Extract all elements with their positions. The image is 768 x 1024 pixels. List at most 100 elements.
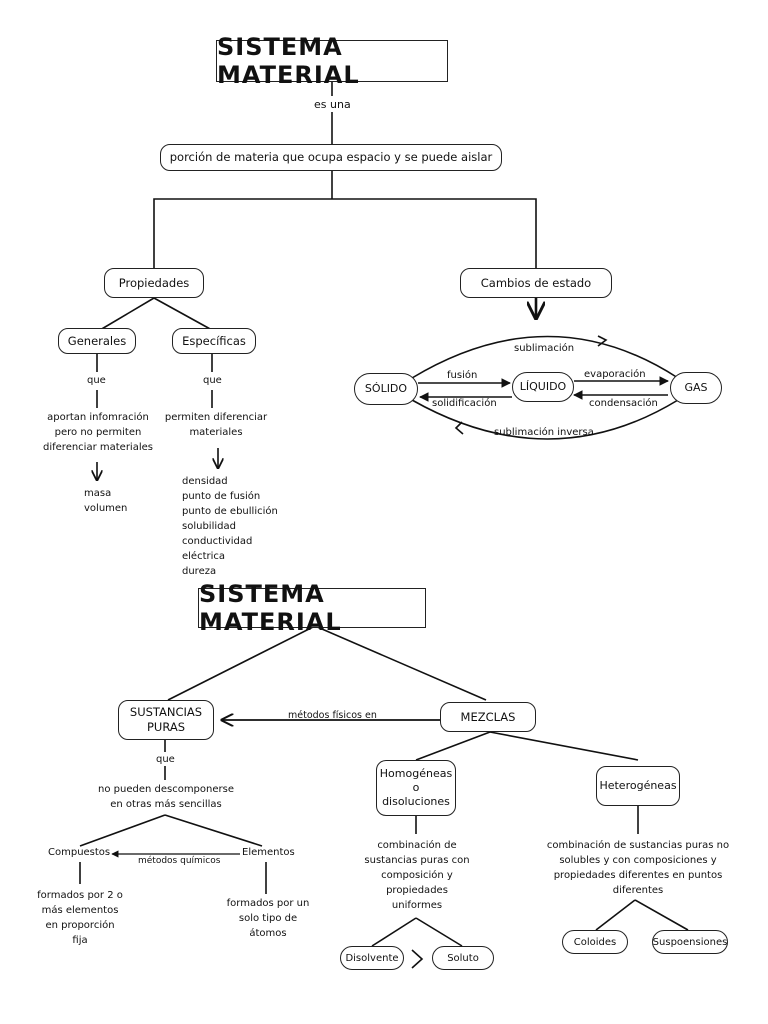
link-que-especificas: que bbox=[203, 375, 222, 386]
label-metodos-fisicos: métodos físicos en bbox=[288, 710, 377, 721]
connector-propiedades-generales bbox=[99, 297, 155, 331]
especificas-node: Específicas bbox=[172, 328, 256, 354]
especificas-examples: densidad punto de fusión punto de ebulli… bbox=[182, 474, 302, 579]
homogeneas-description-line: combinación de bbox=[377, 840, 457, 851]
homogeneas-description: combinación de sustancias puras con comp… bbox=[350, 838, 484, 913]
especificas-description-line: permiten diferenciar bbox=[164, 412, 268, 423]
compuestos-description-line: formados por 2 o bbox=[37, 890, 123, 901]
elementos-description: formados por un solo tipo de átomos bbox=[220, 896, 316, 941]
label-condensacion: condensación bbox=[589, 398, 658, 409]
suspensiones-label: Suspoensiones bbox=[652, 936, 728, 948]
homogeneas-description-line: propiedades bbox=[386, 885, 448, 896]
example-item: volumen bbox=[84, 503, 128, 514]
connector-desc-compuestos bbox=[79, 814, 166, 847]
homogeneas-label: Homogéneas bbox=[379, 766, 453, 780]
example-item: densidad bbox=[182, 476, 228, 487]
arc-sublimacion-inversa bbox=[411, 399, 679, 440]
link-que-generales: que bbox=[87, 375, 106, 386]
compuestos-description-line: más elementos bbox=[41, 905, 119, 916]
arrow-disolvente-soluto bbox=[411, 949, 424, 969]
heterogeneas-description-line: propiedades diferentes en puntos bbox=[553, 870, 723, 881]
state-solido-label: SÓLIDO bbox=[364, 381, 408, 395]
example-item: punto de fusión bbox=[182, 491, 261, 502]
sustancias-puras-label: SUSTANCIAS bbox=[129, 705, 203, 720]
compuestos-node: Compuestos bbox=[48, 847, 111, 858]
especificas-description: permiten diferenciar materiales bbox=[158, 410, 274, 440]
generales-node: Generales bbox=[58, 328, 136, 354]
example-item: punto de ebullición bbox=[182, 506, 278, 517]
label-solidificacion: solidificación bbox=[432, 398, 497, 409]
example-item: solubilidad bbox=[182, 521, 236, 532]
soluto-node: Soluto bbox=[432, 946, 494, 970]
compuestos-description-line: en proporción bbox=[45, 920, 115, 931]
arrow-sublimacion-mark bbox=[597, 335, 608, 347]
connector-desc-suspensiones bbox=[634, 899, 689, 931]
state-solido-node: SÓLIDO bbox=[354, 373, 418, 405]
definition-label: porción de materia que ocupa espacio y s… bbox=[169, 150, 493, 165]
label-evaporacion: evaporación bbox=[584, 369, 646, 380]
arc-sublimacion bbox=[411, 335, 679, 379]
sustancias-description-line: no pueden descomponerse bbox=[98, 784, 234, 795]
connector-desc-elementos bbox=[164, 814, 263, 847]
propiedades-node: Propiedades bbox=[104, 268, 204, 298]
elementos-description-line: átomos bbox=[249, 928, 287, 939]
connector-propiedades-especificas bbox=[153, 297, 213, 331]
elementos-description-line: solo tipo de bbox=[238, 913, 298, 924]
generales-description: aportan infomración pero no permiten dif… bbox=[30, 410, 166, 455]
heterogeneas-description: combinación de sustancias puras no solub… bbox=[540, 838, 736, 898]
example-item: conductividad bbox=[182, 536, 253, 547]
generales-label: Generales bbox=[67, 333, 127, 348]
sustancias-description-line: en otras más sencillas bbox=[110, 799, 222, 810]
compuestos-description: formados por 2 o más elementos en propor… bbox=[28, 888, 132, 948]
mezclas-node: MEZCLAS bbox=[440, 702, 536, 732]
label-fusion: fusión bbox=[447, 370, 478, 381]
homogeneas-description-line: sustancias puras con bbox=[364, 855, 470, 866]
homogeneas-label: disoluciones bbox=[382, 795, 450, 809]
homogeneas-node: Homogéneas o disoluciones bbox=[376, 760, 456, 816]
homogeneas-description-line: composición y bbox=[381, 870, 453, 881]
sustancias-puras-node: SUSTANCIAS PURAS bbox=[118, 700, 214, 740]
definition-node: porción de materia que ocupa espacio y s… bbox=[160, 144, 502, 171]
example-item: dureza bbox=[182, 566, 217, 577]
generales-description-line: pero no permiten bbox=[54, 427, 142, 438]
heterogeneas-description-line: diferentes bbox=[612, 885, 664, 896]
connector-desc-soluto bbox=[415, 917, 463, 947]
main-title-bottom-label: SISTEMA MATERIAL bbox=[199, 580, 342, 636]
label-sublimacion: sublimación bbox=[514, 343, 575, 354]
heterogeneas-label: Heterogéneas bbox=[599, 778, 677, 792]
state-liquido-node: LÍQUIDO bbox=[512, 372, 574, 402]
connector-desc-coloides bbox=[595, 899, 636, 931]
propiedades-label: Propiedades bbox=[118, 275, 190, 290]
especificas-label: Específicas bbox=[182, 333, 246, 348]
state-gas-label: GAS bbox=[684, 380, 708, 394]
suspensiones-node: Suspoensiones bbox=[652, 930, 728, 954]
homogeneas-description-line: uniformes bbox=[391, 900, 443, 911]
cambios-estado-node: Cambios de estado bbox=[460, 268, 612, 298]
example-item: masa bbox=[84, 488, 112, 499]
label-sublimacion-inversa: sublimación inversa bbox=[494, 427, 594, 438]
cambios-estado-label: Cambios de estado bbox=[480, 275, 592, 290]
connector-title2-sustancias bbox=[167, 625, 316, 701]
coloides-label: Coloides bbox=[573, 936, 617, 948]
elementos-node: Elementos bbox=[242, 847, 295, 858]
main-title-bottom: SISTEMA MATERIAL bbox=[198, 580, 426, 636]
coloides-node: Coloides bbox=[562, 930, 628, 954]
generales-examples: masa volumen bbox=[84, 486, 164, 516]
especificas-description-line: materiales bbox=[189, 427, 243, 438]
state-liquido-label: LÍQUIDO bbox=[519, 379, 567, 393]
heterogeneas-node: Heterogéneas bbox=[596, 766, 680, 806]
state-gas-node: GAS bbox=[670, 372, 722, 404]
main-title-top-label: SISTEMA MATERIAL bbox=[217, 33, 360, 89]
compuestos-description-line: fija bbox=[72, 935, 88, 946]
connector-title2-mezclas bbox=[314, 625, 487, 701]
heterogeneas-description-line: solubles y con composiciones y bbox=[559, 855, 717, 866]
sustancias-puras-label: PURAS bbox=[146, 720, 186, 734]
generales-description-line: diferenciar materiales bbox=[43, 442, 153, 453]
homogeneas-label: o bbox=[412, 780, 420, 794]
label-metodos-quimicos: métodos químicos bbox=[138, 856, 221, 866]
connector-desc-disolvente bbox=[371, 917, 417, 947]
link-que-sustancias: que bbox=[156, 754, 175, 765]
disolvente-node: Disolvente bbox=[340, 946, 404, 970]
connector-mezclas-heterogeneas bbox=[489, 731, 639, 761]
